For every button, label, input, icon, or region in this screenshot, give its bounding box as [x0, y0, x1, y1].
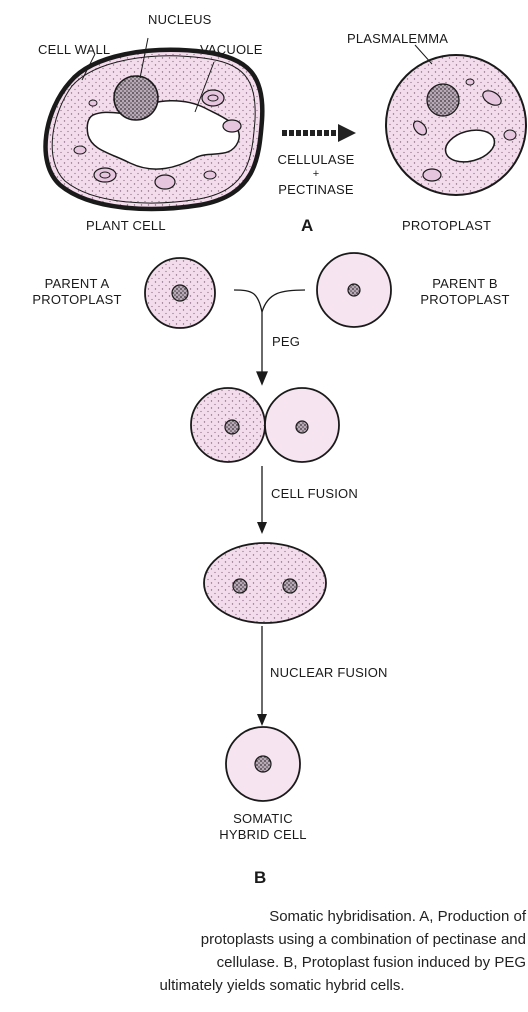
- plant-cell: [46, 38, 263, 209]
- fusing-protoplasts: [191, 388, 339, 462]
- label-hybrid-1: SOMATIC: [203, 811, 323, 827]
- label-hybrid-2: HYBRID CELL: [203, 827, 323, 843]
- fused-cell: [204, 543, 326, 623]
- caption-line-4: ultimately yields somatic hybrid cells.: [30, 974, 526, 997]
- panel-letter-a: A: [301, 216, 313, 236]
- nuclear-fusion-arrow: [257, 626, 267, 726]
- label-plant-cell: PLANT CELL: [86, 218, 166, 234]
- label-plus: +: [262, 166, 370, 182]
- label-parent-b-1: PARENT B: [408, 276, 522, 292]
- label-cell-wall: CELL WALL: [38, 42, 110, 58]
- label-peg: PEG: [272, 334, 300, 350]
- label-vacuole: VACUOLE: [200, 42, 263, 58]
- label-plasmalemma: PLASMALEMMA: [347, 31, 448, 47]
- label-nuclear-fusion: NUCLEAR FUSION: [270, 665, 388, 681]
- parent-a-protoplast: [145, 258, 215, 328]
- caption-line-3: cellulase. B, Protoplast fusion induced …: [30, 951, 526, 974]
- panel-letter-b: B: [254, 868, 266, 888]
- label-cell-fusion: CELL FUSION: [271, 486, 358, 502]
- label-protoplast: PROTOPLAST: [402, 218, 491, 234]
- parent-b-protoplast: [317, 253, 391, 327]
- caption-line-1: Somatic hybridisation. A, Production of: [30, 905, 526, 928]
- label-pectinase: PECTINASE: [262, 182, 370, 198]
- label-parent-a-2: PROTOPLAST: [22, 292, 132, 308]
- enzyme-arrow: [282, 124, 356, 142]
- protoplast-a: [386, 45, 526, 195]
- label-parent-a-1: PARENT A: [22, 276, 132, 292]
- somatic-hybrid-cell: [226, 727, 300, 801]
- cell-fusion-arrow: [257, 466, 267, 534]
- label-parent-b-2: PROTOPLAST: [408, 292, 522, 308]
- figure-caption: Somatic hybridisation. A, Production of …: [30, 905, 526, 997]
- caption-line-2: protoplasts using a combination of pecti…: [30, 928, 526, 951]
- label-nucleus: NUCLEUS: [148, 12, 212, 28]
- plant-nucleus: [114, 76, 158, 120]
